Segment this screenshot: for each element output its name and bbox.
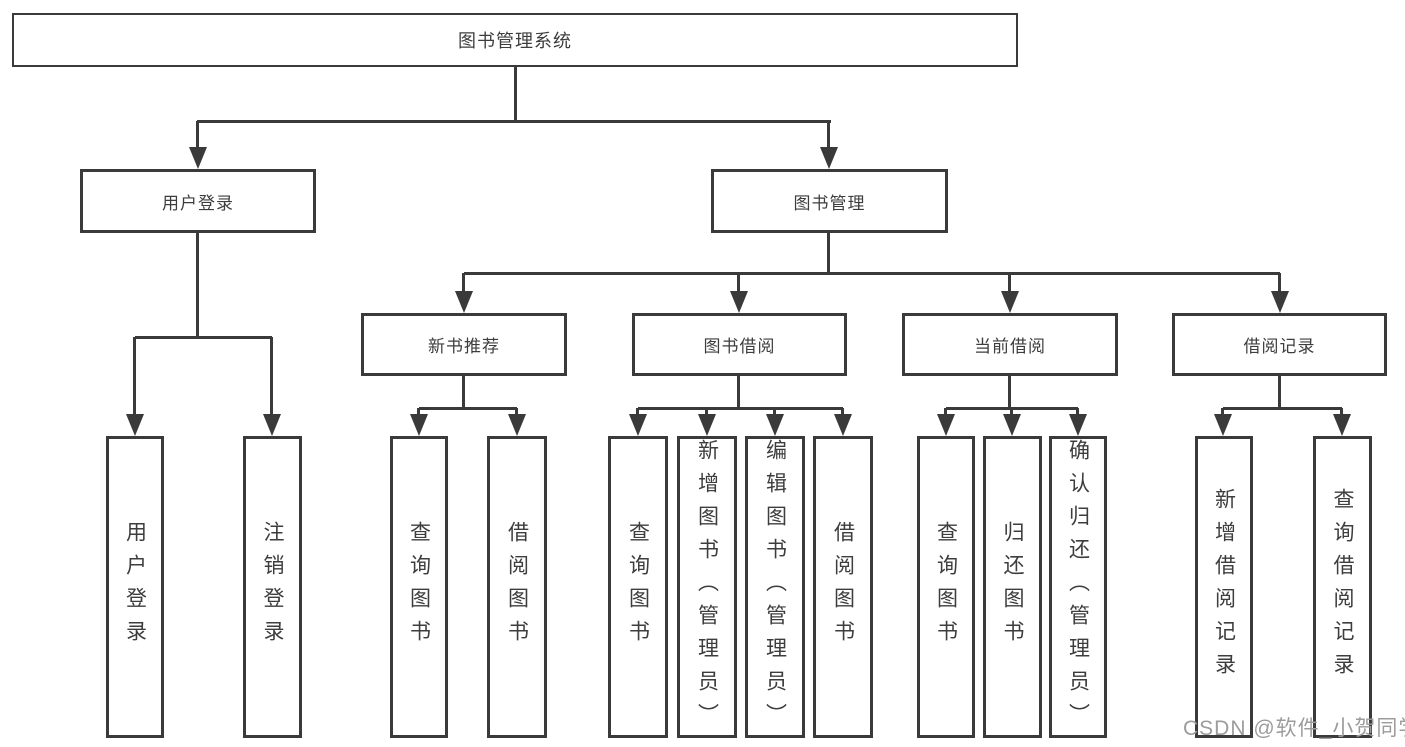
arrowhead-down-icon [1001,291,1019,313]
arrowhead-down-icon [508,414,526,436]
node-label: 查询借阅记录 [1331,488,1354,686]
connector-line [1223,407,1342,410]
node-user-login: 用户登录 [80,169,316,233]
node-label: 借阅记录 [1243,337,1316,356]
connector-line [196,121,199,148]
node-book-management: 图书管理 [711,169,948,233]
node-label: 归还图书 [1001,521,1024,653]
connector-line [270,337,273,414]
node-borrowing-records: 借阅记录 [1172,313,1387,376]
connector-line [464,272,1280,275]
arrowhead-down-icon [1214,414,1232,436]
node-label: 新增借阅记录 [1212,488,1236,686]
leaf-query-books-borrowing: 查询图书 [608,436,668,738]
connector-line [1340,408,1343,414]
connector-line [1010,408,1013,414]
arrowhead-down-icon [834,414,852,436]
node-label: 用户登录 [162,193,234,213]
connector-line [462,273,465,291]
node-library-system: 图书管理系统 [12,13,1018,67]
node-label: 图书管理系统 [458,31,572,51]
connector-line [197,120,831,123]
connector-line [636,408,639,414]
node-book-borrowing: 图书借阅 [632,313,847,376]
arrowhead-down-icon [1271,291,1289,313]
connector-line [133,337,136,414]
node-label: 编辑图书（管理员） [763,438,787,736]
leaf-logout: 注销登录 [243,436,302,738]
connector-line [1008,273,1011,291]
connector-line [135,336,272,339]
node-label: 新书推荐 [428,337,500,356]
connector-line [417,408,420,414]
node-label: 查询图书 [626,521,650,653]
leaf-borrow-books-borrowing: 借阅图书 [813,436,873,738]
connector-line [514,67,517,121]
connector-line [1278,273,1281,291]
node-label: 确认归还（管理员） [1066,438,1090,736]
node-label: 用户登录 [123,521,147,653]
node-new-book-recommend: 新书推荐 [361,313,567,376]
arrowhead-down-icon [263,414,281,436]
leaf-query-books-current: 查询图书 [917,436,975,738]
arrowhead-down-icon [455,291,473,313]
watermark: CSDN @软件_小贺同学 [1183,717,1405,740]
connector-line [827,233,830,273]
node-current-borrowing: 当前借阅 [902,313,1118,376]
arrowhead-down-icon [126,414,144,436]
node-label: 当前借阅 [974,337,1046,356]
arrowhead-down-icon [698,414,716,436]
leaf-query-books-recommend: 查询图书 [390,436,448,738]
leaf-add-book-admin: 新增图书（管理员） [677,436,737,738]
connector-line [638,407,843,410]
connector-line [705,408,708,414]
connector-line [515,408,518,414]
node-label: 借阅图书 [505,521,529,653]
connector-line [196,233,199,337]
arrowhead-down-icon [1333,414,1351,436]
leaf-add-borrow-record: 新增借阅记录 [1195,436,1253,738]
connector-line [827,121,830,148]
connector-line [1008,376,1011,408]
leaf-confirm-return-admin: 确认归还（管理员） [1049,436,1107,738]
leaf-return-book: 归还图书 [983,436,1042,738]
node-label: 新增图书（管理员） [695,438,719,736]
node-label: 图书借阅 [703,337,776,356]
node-label: 图书管理 [793,193,866,213]
arrowhead-down-icon [730,291,748,313]
arrowhead-down-icon [1003,414,1021,436]
connector-line [1076,408,1079,414]
node-label: 注销登录 [261,521,284,653]
leaf-edit-book-admin: 编辑图书（管理员） [745,436,805,738]
arrowhead-down-icon [766,414,784,436]
connector-line [1221,408,1224,414]
connector-line [773,408,776,414]
connector-line [462,376,465,408]
arrowhead-down-icon [820,147,838,169]
arrowhead-down-icon [1069,414,1087,436]
connector-line [419,407,517,410]
connector-line [737,273,740,291]
arrowhead-down-icon [189,147,207,169]
leaf-user-login: 用户登录 [106,436,164,738]
arrowhead-down-icon [629,414,647,436]
node-label: 查询图书 [407,521,431,653]
leaf-borrow-books-recommend: 借阅图书 [487,436,547,738]
node-label: 查询图书 [934,521,958,653]
connector-line [944,408,947,414]
arrowhead-down-icon [410,414,428,436]
leaf-query-borrow-record: 查询借阅记录 [1313,436,1372,738]
node-label: 借阅图书 [831,521,855,653]
connector-line [737,376,740,408]
arrowhead-down-icon [937,414,955,436]
connector-line [841,408,844,414]
connector-line [1278,376,1281,408]
